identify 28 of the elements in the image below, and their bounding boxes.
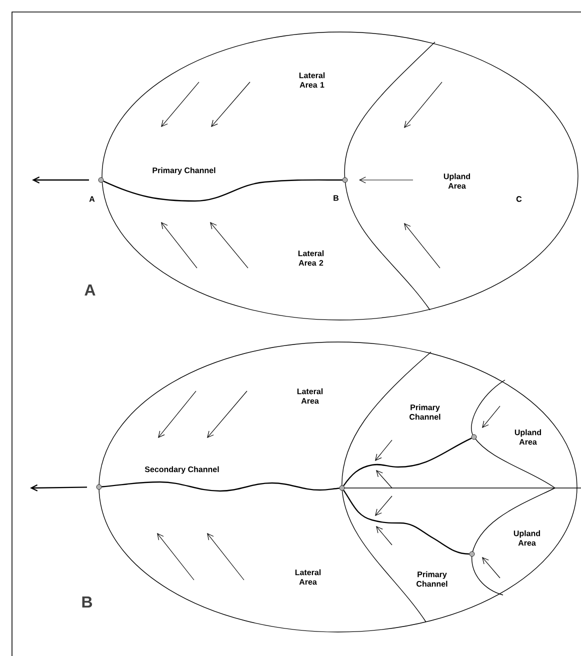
area-label: Primary Channel [410, 404, 440, 420]
edge-label: Secondary Channel [144, 465, 220, 475]
junction-point [339, 485, 345, 491]
point-label: C [516, 196, 522, 202]
panel-letter: A [84, 284, 96, 296]
junction-point [96, 484, 102, 490]
area-label: Upland Area [444, 173, 470, 189]
panel-letter: B [82, 596, 92, 608]
area-label: Lateral Area 2 [298, 250, 324, 266]
junction-point [98, 177, 104, 183]
channel-line [102, 481, 340, 492]
edge-label: Primary Channel [151, 166, 217, 176]
junction-point [342, 177, 348, 183]
point-label: B [334, 195, 339, 201]
junction-point [471, 434, 477, 440]
point-label: A [89, 196, 95, 202]
channel-line [343, 438, 472, 486]
outlet-arrow [30, 484, 87, 492]
junction-point [469, 551, 475, 557]
area-label: Lateral Area 1 [299, 72, 325, 88]
area-label: Lateral Area [297, 388, 323, 404]
area-label: Upland Area [514, 429, 542, 445]
area-label: Primary Channel [416, 571, 448, 587]
outlet-arrow [32, 176, 89, 184]
area-label: Lateral Area [295, 569, 321, 585]
area-label: Upland Area [514, 530, 540, 546]
channel-line [343, 490, 470, 555]
channel-line [103, 179, 342, 202]
